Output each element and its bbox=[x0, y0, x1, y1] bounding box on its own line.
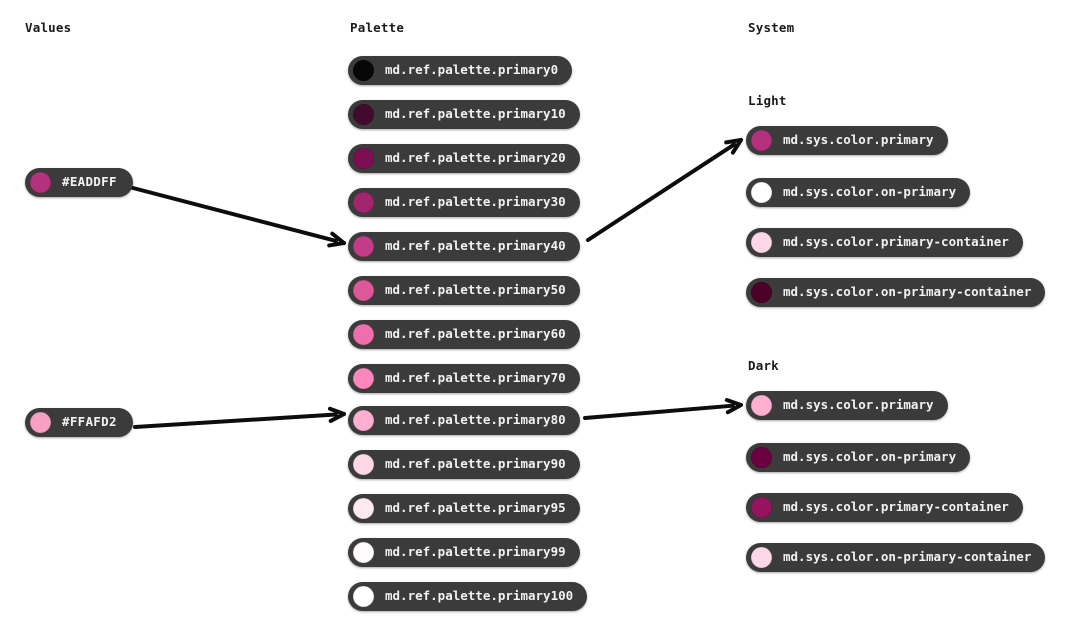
color-swatch-icon bbox=[353, 324, 374, 345]
color-swatch-icon bbox=[353, 280, 374, 301]
palette-token-12[interactable]: md.ref.palette.primary100 bbox=[348, 582, 588, 611]
token-label: md.sys.color.on-primary-container bbox=[783, 284, 1032, 300]
token-label: md.ref.palette.primary0 bbox=[385, 62, 559, 78]
token-label: md.ref.palette.primary90 bbox=[385, 456, 566, 472]
value-chip-1[interactable]: #FFAFD2 bbox=[25, 408, 133, 437]
color-swatch-icon bbox=[751, 232, 772, 253]
color-swatch-icon bbox=[751, 182, 772, 203]
palette-token-9[interactable]: md.ref.palette.primary90 bbox=[348, 450, 580, 479]
primary80-to-dark-primary-arrow bbox=[583, 398, 743, 420]
system-dark-token-2[interactable]: md.sys.color.primary-container bbox=[746, 493, 1023, 522]
token-label: md.sys.color.primary-container bbox=[783, 234, 1009, 250]
token-label: #FFAFD2 bbox=[62, 414, 117, 430]
token-label: md.ref.palette.primary100 bbox=[385, 588, 574, 604]
primary40-to-light-primary-arrow bbox=[586, 138, 743, 242]
color-swatch-icon bbox=[353, 236, 374, 257]
palette-token-2[interactable]: md.ref.palette.primary20 bbox=[348, 144, 580, 173]
color-swatch-icon bbox=[751, 447, 772, 468]
token-label: md.sys.color.on-primary bbox=[783, 449, 957, 465]
system-light-token-0[interactable]: md.sys.color.primary bbox=[746, 126, 948, 155]
token-label: #EADDFF bbox=[62, 174, 117, 190]
token-label: md.ref.palette.primary70 bbox=[385, 370, 566, 386]
color-swatch-icon bbox=[353, 368, 374, 389]
token-label: md.sys.color.on-primary-container bbox=[783, 549, 1032, 565]
palette-token-4[interactable]: md.ref.palette.primary40 bbox=[348, 232, 580, 261]
system-dark-token-0[interactable]: md.sys.color.primary bbox=[746, 391, 948, 420]
token-label: md.sys.color.primary bbox=[783, 132, 934, 148]
system-dark-token-3[interactable]: md.sys.color.on-primary-container bbox=[746, 543, 1046, 572]
color-swatch-icon bbox=[353, 148, 374, 169]
color-swatch-icon bbox=[353, 586, 374, 607]
color-swatch-icon bbox=[751, 497, 772, 518]
token-label: md.ref.palette.primary95 bbox=[385, 500, 566, 516]
token-label: md.ref.palette.primary99 bbox=[385, 544, 566, 560]
palette-token-0[interactable]: md.ref.palette.primary0 bbox=[348, 56, 573, 85]
system-light-token-1[interactable]: md.sys.color.on-primary bbox=[746, 178, 971, 207]
palette-token-10[interactable]: md.ref.palette.primary95 bbox=[348, 494, 580, 523]
column-header-values: Values bbox=[25, 20, 72, 35]
token-label: md.sys.color.primary bbox=[783, 397, 934, 413]
color-swatch-icon bbox=[353, 192, 374, 213]
color-swatch-icon bbox=[30, 412, 51, 433]
system-light-token-2[interactable]: md.sys.color.primary-container bbox=[746, 228, 1023, 257]
value-eaddff-to-primary40-arrow bbox=[131, 186, 346, 248]
color-swatch-icon bbox=[751, 282, 772, 303]
system-dark-token-1[interactable]: md.sys.color.on-primary bbox=[746, 443, 971, 472]
token-label: md.ref.palette.primary40 bbox=[385, 238, 566, 254]
token-label: md.ref.palette.primary10 bbox=[385, 106, 566, 122]
palette-token-5[interactable]: md.ref.palette.primary50 bbox=[348, 276, 580, 305]
color-swatch-icon bbox=[751, 130, 772, 151]
color-swatch-icon bbox=[751, 547, 772, 568]
palette-token-6[interactable]: md.ref.palette.primary60 bbox=[348, 320, 580, 349]
token-label: md.ref.palette.primary20 bbox=[385, 150, 566, 166]
palette-token-8[interactable]: md.ref.palette.primary80 bbox=[348, 406, 580, 435]
token-label: md.ref.palette.primary50 bbox=[385, 282, 566, 298]
color-swatch-icon bbox=[353, 104, 374, 125]
color-swatch-icon bbox=[751, 395, 772, 416]
token-label: md.sys.color.on-primary bbox=[783, 184, 957, 200]
token-label: md.ref.palette.primary30 bbox=[385, 194, 566, 210]
palette-token-3[interactable]: md.ref.palette.primary30 bbox=[348, 188, 580, 217]
section-label-light: Light bbox=[748, 93, 787, 108]
value-chip-0[interactable]: #EADDFF bbox=[25, 168, 133, 197]
color-swatch-icon bbox=[353, 410, 374, 431]
system-light-token-3[interactable]: md.sys.color.on-primary-container bbox=[746, 278, 1046, 307]
color-swatch-icon bbox=[353, 454, 374, 475]
color-swatch-icon bbox=[353, 542, 374, 563]
column-header-system: System bbox=[748, 20, 795, 35]
token-label: md.ref.palette.primary60 bbox=[385, 326, 566, 342]
value-ffafd2-to-primary80-arrow bbox=[133, 406, 346, 429]
color-swatch-icon bbox=[30, 172, 51, 193]
color-swatch-icon bbox=[353, 498, 374, 519]
palette-token-1[interactable]: md.ref.palette.primary10 bbox=[348, 100, 580, 129]
column-header-palette: Palette bbox=[350, 20, 405, 35]
palette-token-11[interactable]: md.ref.palette.primary99 bbox=[348, 538, 580, 567]
palette-token-7[interactable]: md.ref.palette.primary70 bbox=[348, 364, 580, 393]
token-label: md.ref.palette.primary80 bbox=[385, 412, 566, 428]
token-label: md.sys.color.primary-container bbox=[783, 499, 1009, 515]
color-swatch-icon bbox=[353, 60, 374, 81]
section-label-dark: Dark bbox=[748, 358, 779, 373]
